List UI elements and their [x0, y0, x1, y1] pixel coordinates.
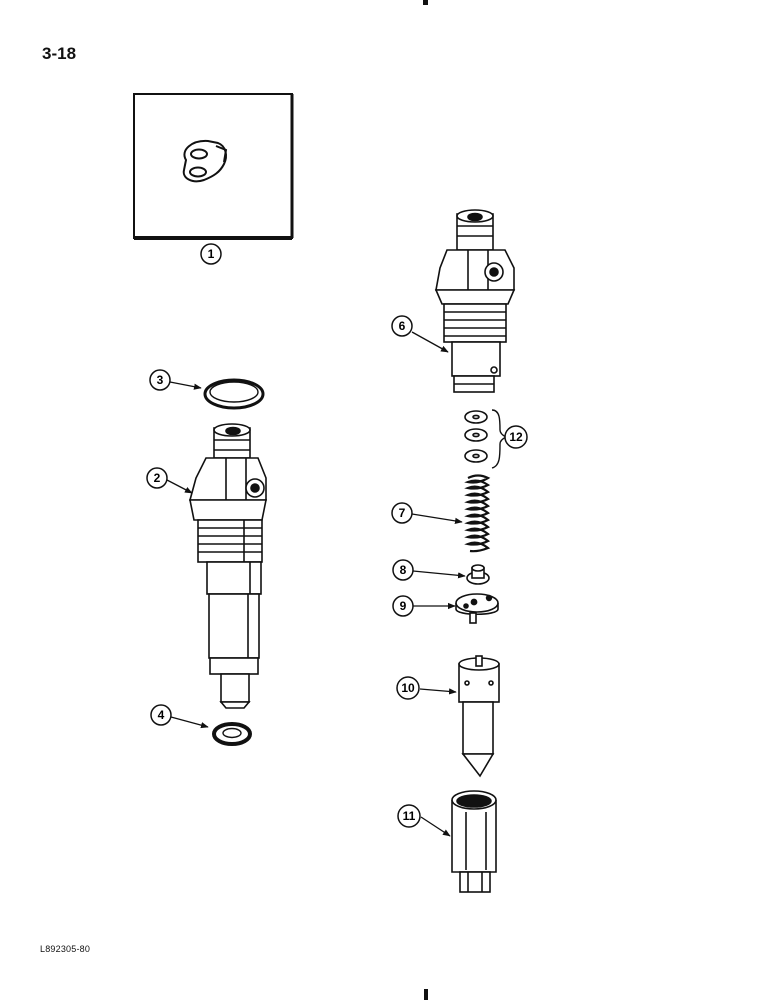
nozzle-nut: [451, 790, 497, 893]
spacer-plate: [455, 593, 499, 624]
injector-body: [188, 423, 267, 709]
callout-4: 4: [150, 704, 172, 726]
gasket-top: [203, 378, 265, 410]
washer-bottom: [212, 722, 252, 746]
svg-text:12: 12: [509, 430, 523, 444]
clamp-inset-box: [133, 93, 294, 240]
callout-8: 8: [392, 559, 414, 581]
svg-text:9: 9: [400, 599, 407, 613]
spring-seat: [466, 564, 490, 585]
svg-text:2: 2: [154, 471, 161, 485]
callout-12: 12: [504, 425, 528, 449]
shims: [464, 409, 508, 469]
bottom-page-mark: [424, 989, 428, 1000]
svg-text:7: 7: [399, 506, 406, 520]
leader-arrows: [166, 331, 466, 837]
callout-9: 9: [392, 595, 414, 617]
callout-10: 10: [396, 676, 420, 700]
callout-6: 6: [391, 315, 413, 337]
clamp-part: [182, 139, 228, 183]
page-number: 3-18: [42, 44, 77, 63]
svg-text:3: 3: [157, 373, 164, 387]
callout-11: 11: [397, 804, 421, 828]
svg-text:1: 1: [208, 247, 215, 261]
nozzle: [458, 655, 500, 778]
spring: [464, 474, 491, 553]
callout-2: 2: [146, 467, 168, 489]
nozzle-holder: [434, 209, 516, 393]
figure-code: L892305-80: [40, 944, 91, 954]
callout-7: 7: [391, 502, 413, 524]
callout-3: 3: [149, 369, 171, 391]
svg-text:8: 8: [400, 563, 407, 577]
svg-text:11: 11: [403, 809, 416, 823]
svg-text:4: 4: [158, 708, 165, 722]
svg-text:10: 10: [401, 681, 415, 695]
top-page-mark: [423, 0, 428, 5]
callout-1: 1: [200, 243, 222, 265]
svg-text:6: 6: [399, 319, 406, 333]
